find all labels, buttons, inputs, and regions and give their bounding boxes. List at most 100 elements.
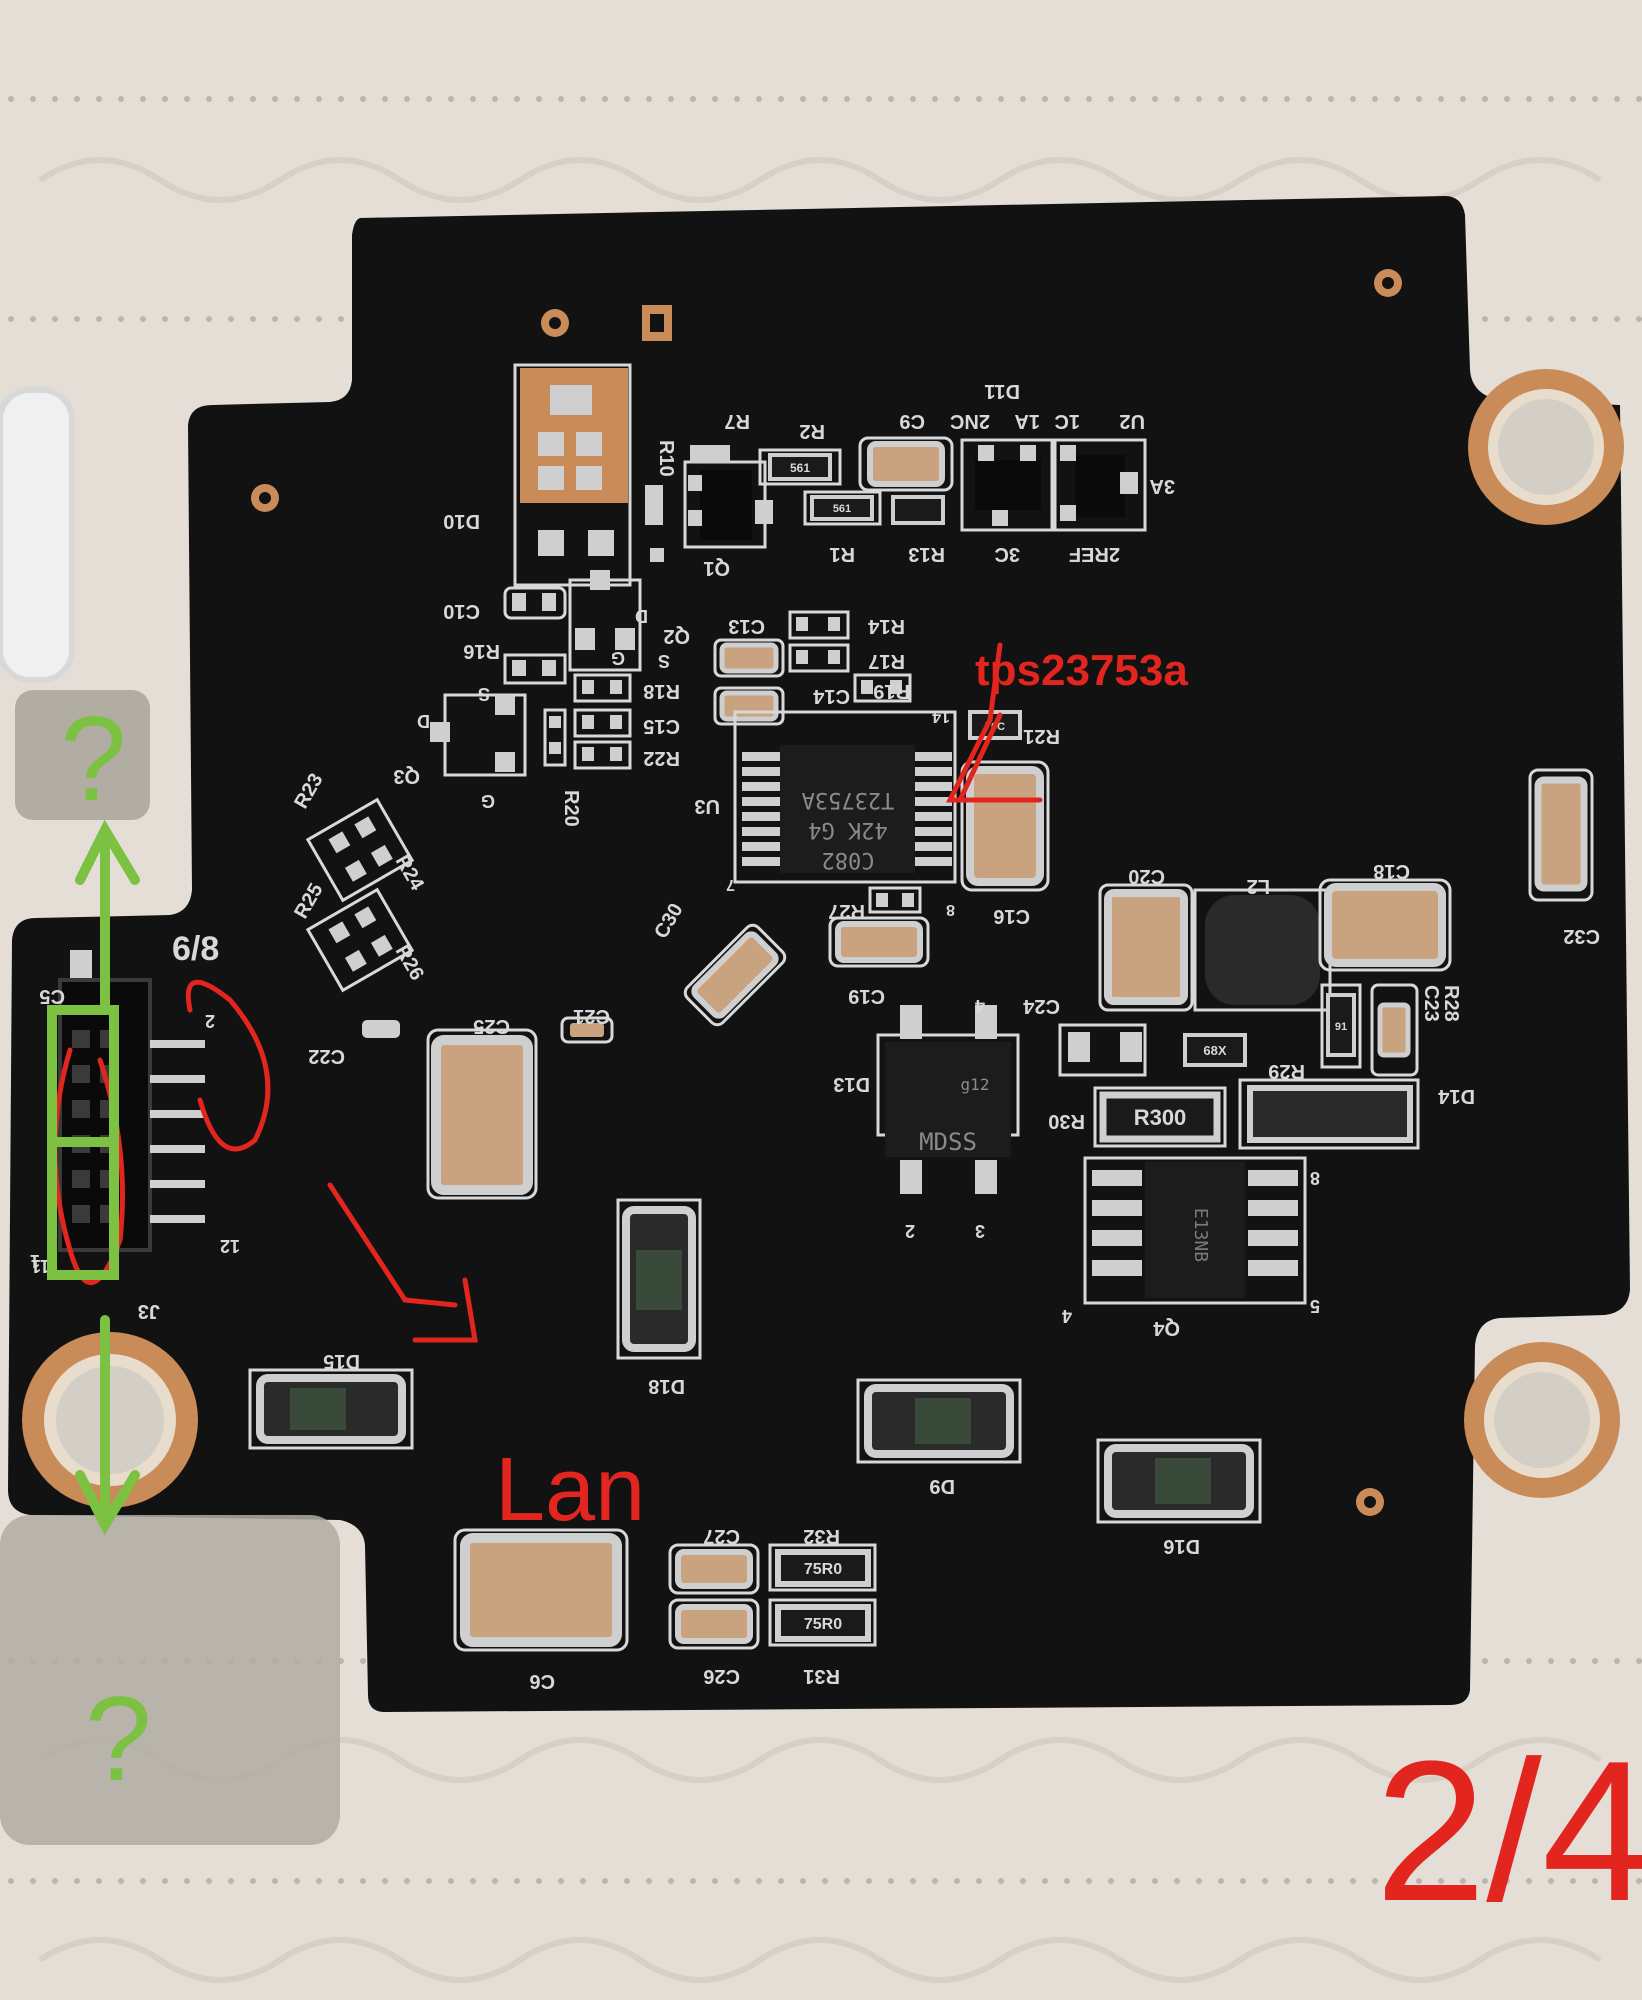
label-q1: Q1 xyxy=(703,557,730,579)
r31-marking: 75R0 xyxy=(804,1616,842,1633)
pin-4-d13: 4 xyxy=(975,996,985,1016)
r31-resistor: 75R0 xyxy=(768,1598,877,1647)
label-r16: R16 xyxy=(463,640,500,662)
label-d18: D18 xyxy=(648,1375,685,1397)
r32-resistor: 75R0 xyxy=(768,1543,877,1592)
label-d11: D11 xyxy=(984,380,1020,402)
label-r31: R31 xyxy=(803,1665,840,1687)
c6-capacitor xyxy=(453,1528,629,1652)
d16-diode xyxy=(1096,1438,1262,1524)
r13-resistor xyxy=(891,495,945,525)
label-c5: C5 xyxy=(39,985,65,1007)
pin-g-q2: G xyxy=(611,648,625,668)
r32-marking: 75R0 xyxy=(804,1561,842,1578)
green-arrow-down xyxy=(75,1315,140,1536)
label-c21: C21 xyxy=(573,1005,610,1027)
c25-capacitor xyxy=(426,1028,538,1200)
question-bottom-annotation: ? xyxy=(85,1672,152,1806)
label-c24: C24 xyxy=(1022,995,1060,1017)
q4-mosfet: E13NB xyxy=(1083,1156,1307,1305)
label-c9: C9 xyxy=(899,410,925,432)
q1-transistor xyxy=(683,460,773,549)
u3-marking-line2: 42K G4 xyxy=(808,817,887,842)
pin-12: 12 xyxy=(220,1236,240,1256)
label-d16: D16 xyxy=(1163,1535,1200,1557)
label-c14: C14 xyxy=(812,685,850,707)
label-3c: 3C xyxy=(994,543,1020,565)
d13-top-marking: g12 xyxy=(961,1075,990,1094)
label-r28: R28 xyxy=(1440,985,1462,1022)
label-c20: C20 xyxy=(1128,865,1165,887)
label-r7: R7 xyxy=(724,410,750,432)
label-c25: C25 xyxy=(473,1015,510,1037)
pin-range-annotation: 6/8 xyxy=(172,930,219,968)
label-c22: C22 xyxy=(308,1045,345,1067)
label-u3: U3 xyxy=(694,795,720,817)
label-r14: R14 xyxy=(867,615,905,637)
pin-d-q3: D xyxy=(417,711,430,731)
label-r30: R30 xyxy=(1048,1110,1085,1132)
q4-marking: E13NB xyxy=(1190,1208,1211,1262)
d10-component xyxy=(513,363,632,587)
label-j3: J3 xyxy=(138,1300,160,1322)
label-d13: D13 xyxy=(833,1073,870,1095)
pin-circle-top xyxy=(185,979,271,1152)
pin-3-d13: 3 xyxy=(975,1221,985,1241)
u3-marking-line1: T23753A xyxy=(802,787,895,812)
label-d15: D15 xyxy=(323,1350,360,1372)
small-smd-resistors xyxy=(645,445,730,562)
label-d9: D9 xyxy=(929,1475,955,1497)
pin-14: 14 xyxy=(932,708,950,725)
lan-arrow xyxy=(327,1182,478,1343)
r1-marking: 561 xyxy=(833,503,851,515)
lan-annotation: Lan xyxy=(495,1440,645,1540)
label-c19: C19 xyxy=(848,985,885,1007)
d13-bridge: g12 MDSS xyxy=(876,1005,1020,1194)
mount-hole-bottom-right xyxy=(1464,1342,1620,1498)
d9-diode xyxy=(856,1378,1022,1464)
label-c26: C26 xyxy=(703,1665,740,1687)
chip-name-annotation: tps23753a xyxy=(975,646,1188,695)
r23-r26-cluster xyxy=(305,797,415,993)
u3-right-pins xyxy=(912,752,952,866)
label-r10: R10 xyxy=(655,440,677,477)
pin-5-q4: 5 xyxy=(1310,1296,1320,1316)
led-lens xyxy=(0,387,75,683)
label-q3: Q3 xyxy=(393,765,420,787)
c23-capacitor xyxy=(1370,983,1419,1077)
label-r19: R19 xyxy=(873,680,910,702)
r30-marking: R300 xyxy=(1134,1105,1187,1130)
label-2nc: 2NC xyxy=(950,410,990,432)
r29-marking: 68X xyxy=(1203,1043,1226,1058)
u3-chip: T23753A 42K G4 C082 xyxy=(733,710,957,884)
pin-g-q3: G xyxy=(481,791,495,811)
d15-diode xyxy=(248,1368,414,1450)
label-c18: C18 xyxy=(1373,860,1410,882)
label-r22: R22 xyxy=(643,747,680,769)
c16-capacitor xyxy=(960,760,1050,892)
label-r13: R13 xyxy=(908,543,945,565)
page-number-annotation: 2/4 xyxy=(1375,1720,1642,1943)
r18-r22-c15-cluster xyxy=(543,673,632,770)
d11-diode xyxy=(960,438,1054,532)
pin-4-q4: 4 xyxy=(1062,1306,1072,1326)
u3-left-pins xyxy=(742,752,782,866)
c10-capacitor xyxy=(503,586,567,620)
label-c23: C23 xyxy=(1420,985,1442,1022)
d13-marking: MDSS xyxy=(919,1128,977,1156)
label-l2: L2 xyxy=(1247,875,1270,897)
c21-capacitor xyxy=(560,1016,614,1044)
pin-8-q4: 8 xyxy=(1310,1168,1320,1188)
pin-d-q2: D xyxy=(635,606,648,626)
pin-numbers: 1 2 11 12 14 8 7 4 2 3 5 8 4 G S D S D G xyxy=(30,606,1320,1326)
pin-2: 2 xyxy=(205,1011,215,1031)
c18-capacitor xyxy=(1318,878,1452,972)
label-u2: U2 xyxy=(1119,410,1145,432)
label-c13: C13 xyxy=(728,615,765,637)
c9-capacitor xyxy=(858,436,954,492)
label-d10: D10 xyxy=(443,510,480,532)
copper-vias xyxy=(251,269,1402,1516)
q2-transistor xyxy=(568,570,642,672)
c19-capacitor xyxy=(828,916,930,968)
pin-s-q3: S xyxy=(478,684,490,704)
